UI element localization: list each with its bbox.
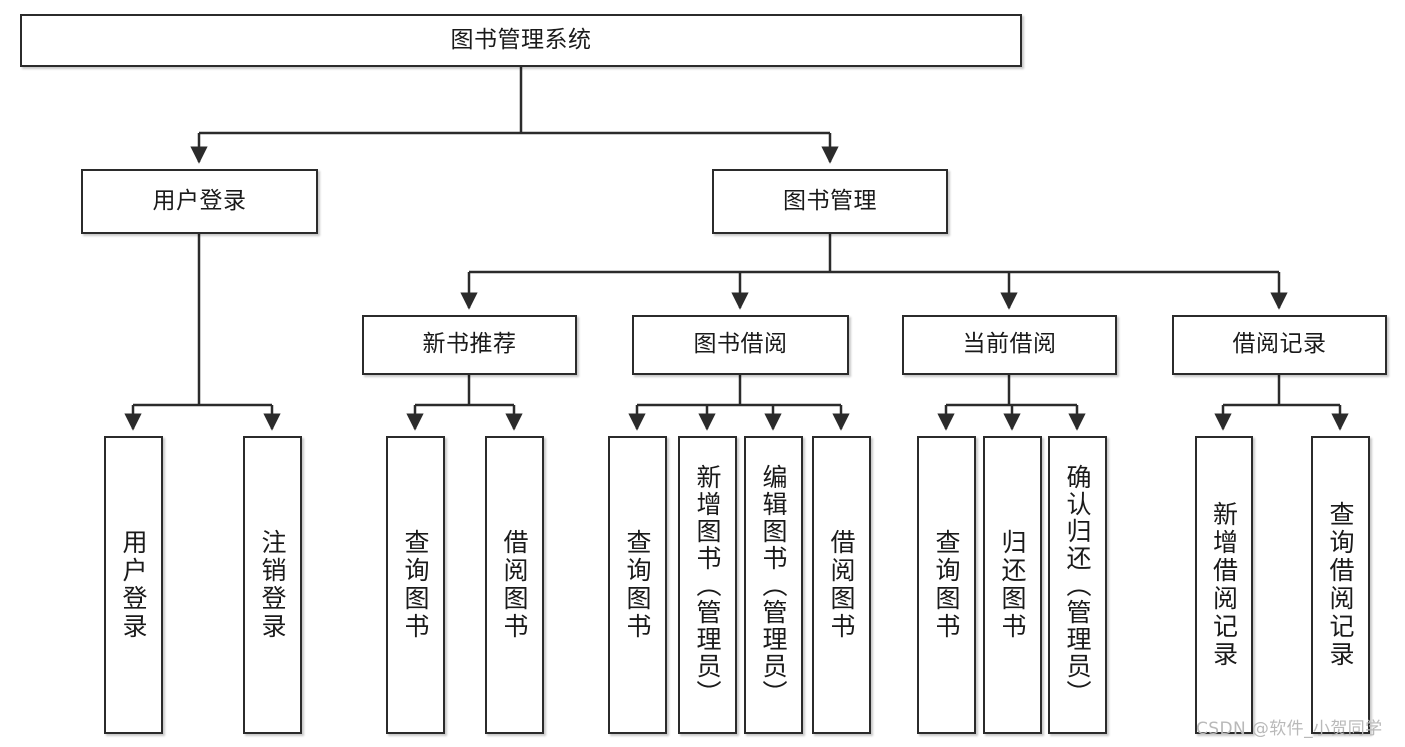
leaf-user-login-logout[interactable]: 注销登录: [243, 436, 302, 734]
leaf-user-login-login[interactable]: 用户登录: [104, 436, 163, 734]
node-label: 查询借阅记录: [1326, 501, 1355, 669]
leaf-borrow-add-book-admin[interactable]: 新增图书（管理员）: [678, 436, 737, 734]
leaf-current-query-book[interactable]: 查询图书: [917, 436, 976, 734]
node-label: 新书推荐: [422, 331, 517, 358]
node-label: 新增借阅记录: [1209, 501, 1239, 669]
leaf-current-confirm-return-admin[interactable]: 确认归还（管理员）: [1048, 436, 1107, 734]
node-label: 新增图书（管理员）: [693, 463, 722, 707]
node-label: 借阅图书: [500, 529, 529, 641]
leaf-newbook-borrow-book[interactable]: 借阅图书: [485, 436, 544, 734]
leaf-borrow-borrow-book[interactable]: 借阅图书: [812, 436, 871, 734]
node-label: 用户登录: [119, 529, 148, 641]
node-borrow-records[interactable]: 借阅记录: [1172, 315, 1387, 375]
node-label: 查询图书: [401, 529, 430, 641]
node-label: 图书借阅: [693, 331, 788, 358]
node-label: 归还图书: [998, 529, 1027, 641]
leaf-borrow-edit-book-admin[interactable]: 编辑图书（管理员）: [744, 436, 803, 734]
leaf-current-return-book[interactable]: 归还图书: [983, 436, 1042, 734]
node-label: 编辑图书（管理员）: [759, 463, 788, 707]
node-label: 查询图书: [932, 529, 961, 641]
node-label: 确认归还（管理员）: [1063, 463, 1092, 707]
node-new-book-recommend[interactable]: 新书推荐: [362, 315, 577, 375]
node-book-management[interactable]: 图书管理: [712, 169, 948, 234]
node-label: 当前借阅: [962, 331, 1057, 358]
leaf-borrow-query-book[interactable]: 查询图书: [608, 436, 667, 734]
leaf-newbook-query-book[interactable]: 查询图书: [386, 436, 445, 734]
node-label: 借阅记录: [1232, 331, 1327, 358]
node-label: 注销登录: [258, 529, 287, 641]
node-user-login[interactable]: 用户登录: [81, 169, 318, 234]
node-label: 查询图书: [623, 529, 652, 641]
leaf-records-query-record[interactable]: 查询借阅记录: [1311, 436, 1370, 734]
node-label: 用户登录: [152, 187, 247, 214]
leaf-records-add-record[interactable]: 新增借阅记录: [1195, 436, 1253, 734]
node-root-system[interactable]: 图书管理系统: [20, 14, 1022, 67]
node-book-borrow[interactable]: 图书借阅: [632, 315, 849, 375]
node-label: 图书管理系统: [450, 26, 592, 53]
node-label: 借阅图书: [827, 529, 856, 641]
node-label: 图书管理: [783, 187, 877, 214]
node-current-borrow[interactable]: 当前借阅: [902, 315, 1117, 375]
